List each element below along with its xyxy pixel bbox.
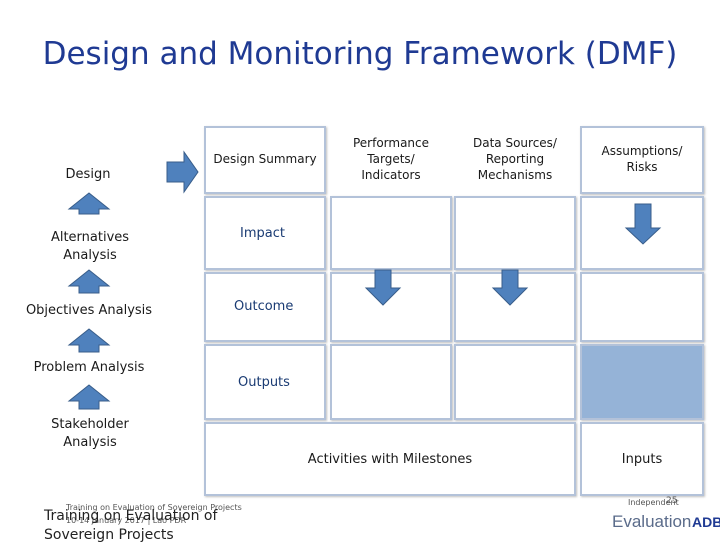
stakeholder-analysis-label: Stakeholder Analysis — [51, 417, 129, 450]
outputs-summary-cell — [204, 344, 326, 420]
outputs-targets-cell — [330, 344, 452, 420]
down-arrow-icon — [624, 203, 662, 245]
down-arrow-icon — [364, 269, 402, 306]
performance-targets-header: Performance Targets/ Indicators — [352, 136, 430, 182]
logo-adb: ADB — [692, 514, 720, 530]
problem-analysis-label: Problem Analysis — [33, 360, 145, 375]
ied-logo: Independent 25 Evaluation ADB — [612, 496, 720, 536]
up-arrow-icon — [67, 384, 111, 410]
outputs-sources-cell — [454, 344, 576, 420]
alternatives-analysis-label: Alternatives Analysis — [50, 230, 130, 263]
assumptions-header: Assumptions/ Risks — [601, 144, 683, 174]
data-sources-header: Data Sources/ Reporting Mechanisms — [473, 136, 557, 182]
footer-training-big: Training on Evaluation of — [44, 508, 218, 524]
impact-sources-cell — [454, 196, 576, 270]
outputs-label: Outputs — [238, 375, 290, 390]
header-assumptions — [580, 126, 704, 194]
right-arrow-icon — [166, 150, 199, 194]
activities-cell — [204, 422, 576, 496]
outcome-summary-cell — [204, 272, 326, 342]
impact-summary-cell — [204, 196, 326, 270]
impact-label: Impact — [240, 226, 285, 241]
inputs-label: Inputs — [621, 452, 663, 467]
outputs-risks-cell — [580, 344, 704, 420]
inputs-cell — [580, 422, 704, 496]
down-arrow-icon — [491, 269, 529, 306]
logo-evaluation: Evaluation — [612, 512, 692, 531]
header-design-summary — [204, 126, 326, 194]
header-data-sources — [454, 126, 576, 194]
design-label: Design — [65, 167, 111, 182]
footer-training-small: Training on Evaluation of Sovereign Proj… — [66, 503, 242, 512]
up-arrow-icon — [67, 269, 111, 294]
activities-label: Activities with Milestones — [307, 452, 473, 467]
objectives-analysis-label: Objectives Analysis — [25, 303, 153, 318]
outcome-risks-cell — [580, 272, 704, 342]
logo-independent: Independent — [628, 498, 679, 507]
outcome-label: Outcome — [234, 299, 294, 314]
design-summary-header: Design Summary — [213, 152, 317, 166]
page-title: Design and Monitoring Framework (DMF) — [42, 36, 678, 72]
footer-date-small: 10-14 January 2017 | Lao PDR — [66, 516, 187, 525]
up-arrow-icon — [67, 192, 111, 215]
header-performance-targets — [330, 126, 452, 194]
logo-page-number: 25 — [666, 496, 678, 506]
impact-targets-cell — [330, 196, 452, 270]
footer-sovereign-big: Sovereign Projects — [44, 527, 174, 543]
up-arrow-icon — [67, 328, 111, 353]
